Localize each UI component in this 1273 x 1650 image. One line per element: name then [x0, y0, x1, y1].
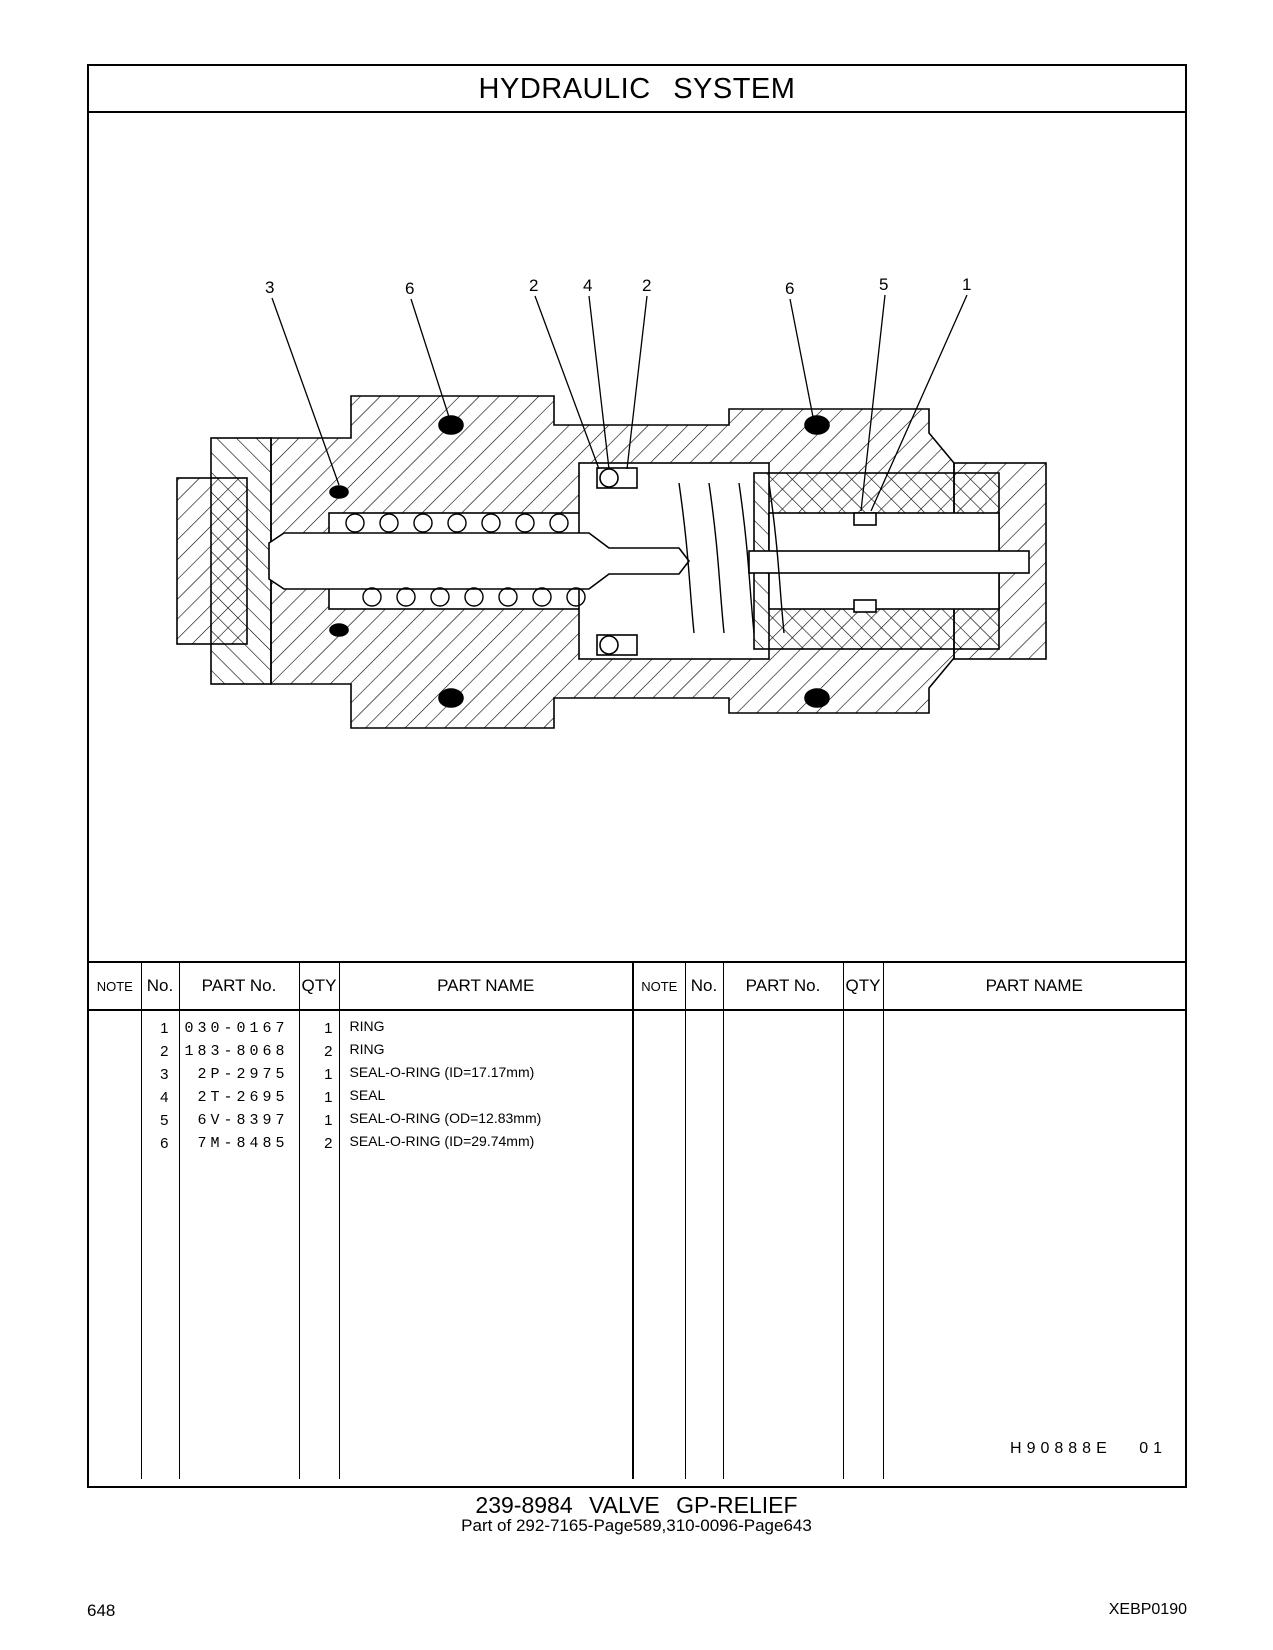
relief-valve-cross-section: 3 6 2 4 2 6 5 1	[176, 275, 1047, 729]
callout-6-left: 6	[405, 279, 414, 298]
callout-3: 3	[265, 278, 274, 297]
table-header-row: NOTE No. PART No. QTY PART NAME NOTE No.…	[89, 963, 1185, 1011]
table-body: 1 2 3 4 5 6 030-0167 183-8068 2P-2975 2T…	[89, 1010, 1185, 1479]
part-name-column: RING RING SEAL-O-RING (ID=17.17mm) SEAL …	[339, 1010, 634, 1479]
row-part-name: SEAL-O-RING (OD=12.83mm)	[349, 1110, 542, 1126]
caption-reference: Part of 292-7165-Page589,310-0096-Page64…	[461, 1516, 812, 1535]
qty-column-2	[843, 1010, 884, 1479]
part-no-column-2	[723, 1010, 844, 1479]
caption-title: 239-8984 VALVE GP-RELIEF	[475, 1492, 798, 1518]
callout-1: 1	[962, 275, 971, 294]
callout-6-right: 6	[785, 279, 794, 298]
row-qty: 2	[324, 1043, 333, 1060]
row-part-name: SEAL-O-RING (ID=29.74mm)	[349, 1133, 535, 1149]
header-note-2: NOTE	[633, 963, 686, 1011]
callout-4: 4	[583, 276, 592, 295]
row-no: 5	[160, 1112, 169, 1129]
row-part-no: 2P-2975	[197, 1066, 289, 1083]
page-frame: HYDRAULIC SYSTEM	[87, 64, 1187, 1488]
row-part-name: SEAL	[349, 1087, 386, 1103]
row-qty: 2	[324, 1135, 333, 1152]
part-name-column-2	[883, 1010, 1185, 1479]
header-no-2: No.	[685, 963, 724, 1011]
row-qty: 1	[324, 1112, 333, 1129]
row-part-name: RING	[349, 1041, 385, 1057]
part-no-column: 030-0167 183-8068 2P-2975 2T-2695 6V-839…	[179, 1010, 300, 1479]
row-qty: 1	[324, 1066, 333, 1083]
header-part-no-2: PART No.	[723, 963, 844, 1011]
row-no: 3	[160, 1066, 169, 1083]
row-no: 1	[160, 1020, 169, 1037]
illustration-code: H90888E 01	[1010, 1440, 1167, 1457]
row-no: 4	[160, 1089, 169, 1106]
callout-2-left: 2	[529, 276, 538, 295]
row-part-no: 7M-8485	[197, 1135, 289, 1152]
header-part-name-2: PART NAME	[883, 963, 1185, 1011]
note-column	[89, 1010, 142, 1479]
exploded-view-drawing: 3 6 2 4 2 6 5 1	[89, 113, 1185, 963]
callout-5: 5	[879, 275, 888, 294]
note-column-2	[633, 1010, 686, 1479]
document-code: XEBP0190	[1108, 1601, 1187, 1618]
callout-2-right: 2	[642, 276, 651, 295]
row-part-name: SEAL-O-RING (ID=17.17mm)	[349, 1064, 535, 1080]
row-no: 2	[160, 1043, 169, 1060]
header-part-no: PART No.	[179, 963, 300, 1011]
header-part-name: PART NAME	[339, 963, 634, 1011]
page-number: 648	[87, 1601, 116, 1620]
row-part-no: 6V-8397	[197, 1112, 289, 1129]
row-no: 6	[160, 1135, 169, 1152]
header-no: No.	[141, 963, 180, 1011]
row-part-no: 030-0167	[184, 1020, 289, 1037]
row-part-no: 2T-2695	[197, 1089, 289, 1106]
header-qty-2: QTY	[843, 963, 884, 1011]
no-column-2	[685, 1010, 724, 1479]
row-part-name: RING	[349, 1018, 385, 1034]
row-qty: 1	[324, 1089, 333, 1106]
qty-column: 1 2 1 1 1 2	[299, 1010, 340, 1479]
row-part-no: 183-8068	[184, 1043, 289, 1060]
page-title: HYDRAULIC SYSTEM	[89, 66, 1185, 113]
row-qty: 1	[324, 1020, 333, 1037]
parts-table: NOTE No. PART No. QTY PART NAME NOTE No.…	[89, 963, 1185, 1479]
header-note: NOTE	[89, 963, 142, 1011]
no-column: 1 2 3 4 5 6	[141, 1010, 180, 1479]
header-qty: QTY	[299, 963, 340, 1011]
